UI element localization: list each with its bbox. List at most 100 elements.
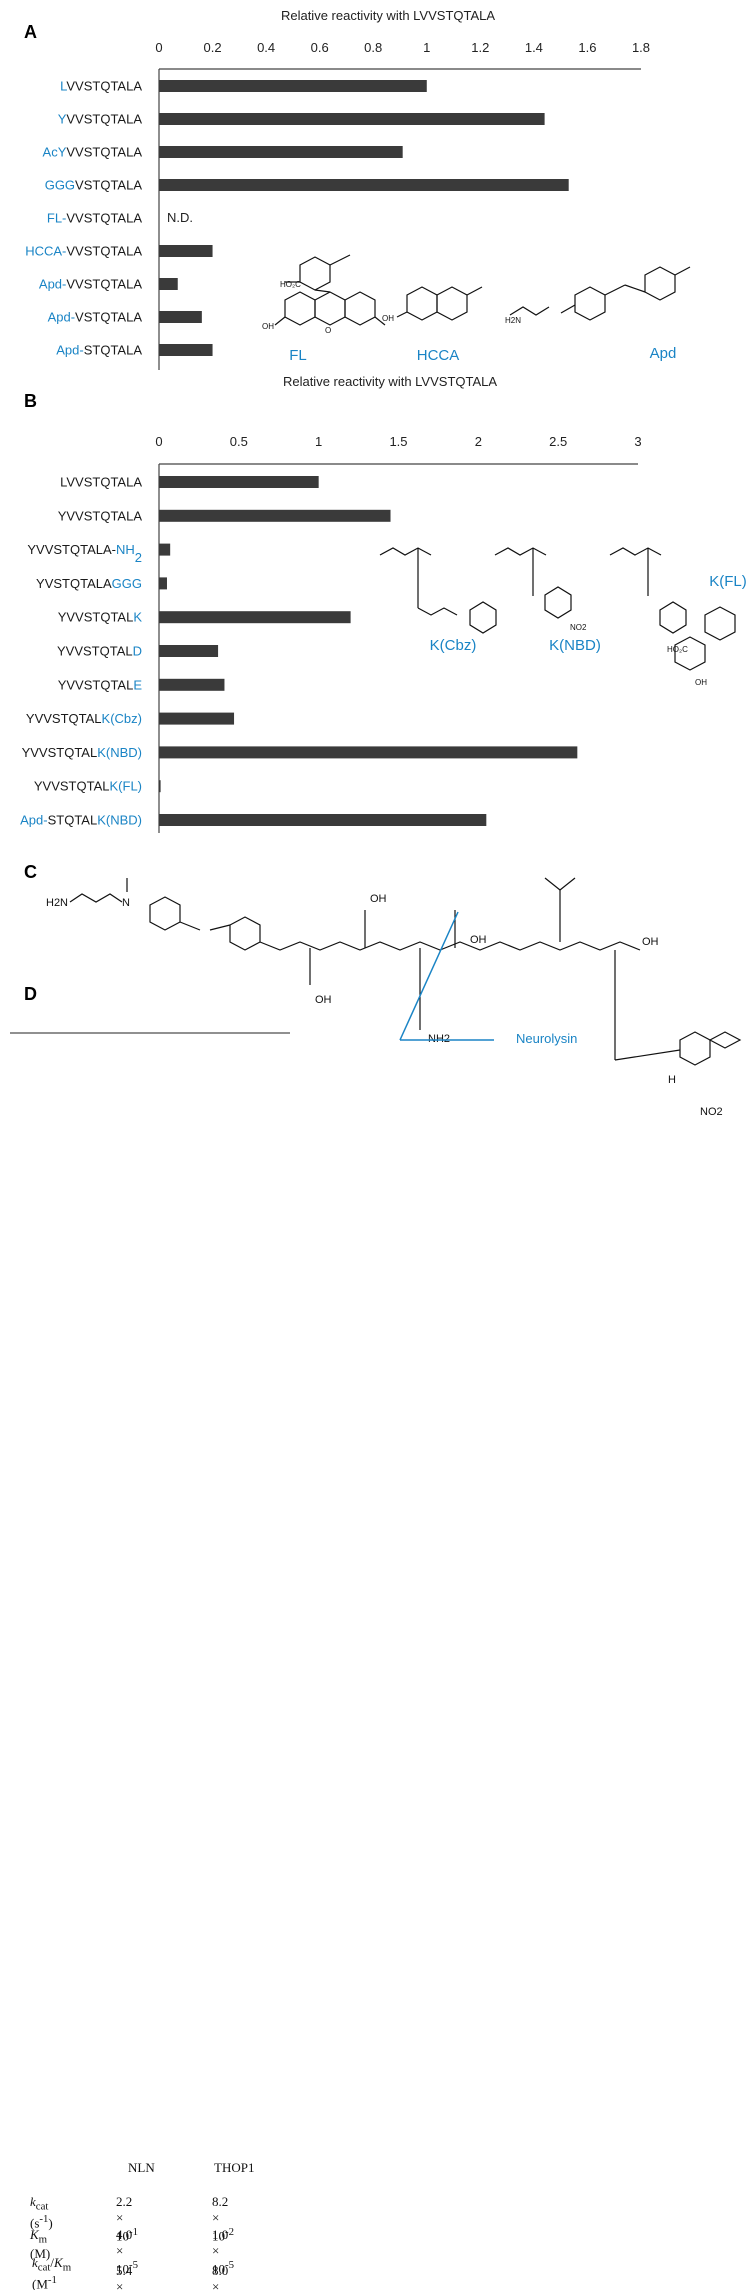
neurolysin-cleavage-marker	[399, 911, 494, 1041]
bar	[159, 509, 391, 522]
row-kcatkm-label: kcat/Km	[32, 2255, 72, 2274]
x-tick-label: 1.4	[525, 40, 543, 55]
row-kcatkm-thop1: 8.0 × 103	[212, 2263, 229, 2290]
atom-oh-cterm: OH	[642, 936, 659, 948]
x-tick-label: 0	[155, 40, 162, 55]
structure-label-knbd: K(NBD)	[549, 637, 601, 654]
category-label: Apd-STQTALA	[56, 343, 142, 358]
bar	[159, 476, 319, 488]
category-label: Apd-VSTQTALA	[48, 310, 143, 325]
structure-label-fl: FL	[289, 347, 307, 364]
x-tick-label: 1.5	[389, 434, 407, 449]
structure-label-apd: Apd	[650, 345, 677, 362]
category-label: LVVSTQTALA	[60, 79, 142, 94]
apd-structure-drawing: H2N	[505, 266, 691, 325]
category-label: YVVSTQTALD	[57, 644, 142, 659]
neurolysin-label: Neurolysin	[516, 1031, 577, 1046]
peptide-structure-drawing: H2N N OH OH OH NH2 OH H NO2	[46, 877, 742, 1118]
atom-nh-nbd: H	[668, 1074, 676, 1086]
row-kcatkm-nln: 5.4 × 103	[116, 2263, 133, 2290]
hcca-atom-oh: OH	[382, 314, 394, 323]
category-label: YVSTQTALAGGG	[36, 576, 142, 591]
bar	[159, 146, 403, 158]
category-label: YVVSTQTALA	[58, 508, 143, 523]
fl-atom-cooh: HO₂C	[280, 280, 301, 289]
panel-label-d: D	[24, 984, 37, 1004]
atom-nh2: NH2	[428, 1033, 450, 1045]
hcca-structure-drawing: OH	[382, 286, 483, 323]
x-tick-label: 0.2	[204, 40, 222, 55]
category-label: YVVSTQTALA	[58, 112, 143, 127]
structure-label-hcca: HCCA	[417, 347, 460, 364]
category-label: YVVSTQTALE	[58, 677, 143, 692]
bar	[159, 645, 219, 657]
x-tick-label: 1	[315, 434, 322, 449]
bar	[159, 179, 569, 191]
kfl-structure-drawing: HO₂C OH	[609, 547, 736, 687]
panel-label-a: A	[24, 22, 37, 42]
x-tick-label: 1	[423, 40, 430, 55]
x-tick-label: 0.8	[364, 40, 382, 55]
panel-label-b: B	[24, 391, 37, 411]
atom-n-methyl: N	[122, 897, 130, 909]
bar	[159, 245, 213, 257]
fl-atom-oh: OH	[262, 322, 274, 331]
atom-oh-thr1: OH	[370, 893, 387, 905]
bar	[159, 344, 213, 356]
bar	[159, 311, 202, 323]
category-label: HCCA-VVSTQTALA	[25, 244, 142, 259]
chart-a-title: Relative reactivity with LVVSTQTALA	[281, 8, 495, 23]
chart-b-title: Relative reactivity with LVVSTQTALA	[283, 374, 497, 389]
x-tick-label: 0	[155, 434, 162, 449]
category-label: YVVSTQTALK	[58, 610, 143, 625]
kcbz-structure-drawing	[379, 547, 497, 634]
bar	[159, 113, 545, 125]
category-label: YVVSTQTALK(FL)	[34, 779, 142, 794]
structure-label-kcbz: K(Cbz)	[430, 637, 477, 654]
atom-no2: NO2	[700, 1106, 723, 1118]
x-tick-label: 0.4	[257, 40, 275, 55]
x-tick-label: 1.8	[632, 40, 650, 55]
row-kcat-label: kcat (s-1)	[30, 2194, 53, 2230]
fl-structure-drawing: HO₂C OH O	[262, 254, 386, 335]
fl-atom-o: O	[325, 326, 331, 335]
bar	[159, 543, 171, 556]
col-header-thop1: THOP1	[214, 2160, 255, 2175]
bar	[159, 678, 225, 691]
category-label: YVVSTQTALK(NBD)	[22, 745, 142, 760]
category-label: YVVSTQTALA-NH2	[27, 542, 142, 565]
category-label: FL-VVSTQTALA	[47, 211, 142, 226]
bar	[159, 80, 427, 92]
x-tick-label: 1.6	[578, 40, 596, 55]
x-tick-label: 3	[634, 434, 641, 449]
structure-label-kfl: K(FL)	[709, 573, 747, 590]
kfl-atom-cooh: HO₂C	[667, 645, 688, 654]
bar	[159, 746, 578, 759]
x-tick-label: 2	[475, 434, 482, 449]
row-kcatkm-unit: (M-1 s-1)	[32, 2274, 57, 2290]
category-label: AcYVVSTQTALA	[43, 145, 143, 160]
x-tick-label: 0.5	[230, 434, 248, 449]
category-label: YVVSTQTALK(Cbz)	[26, 711, 142, 726]
atom-oh-thr2: OH	[470, 934, 487, 946]
atom-oh-ser: OH	[315, 994, 332, 1006]
bar	[159, 814, 487, 826]
panel-label-c: C	[24, 862, 37, 882]
knbd-structure-drawing: NO2	[494, 547, 587, 632]
bar	[159, 712, 235, 725]
category-label: LVVSTQTALA	[60, 475, 142, 490]
category-label: Apd-STQTALK(NBD)	[20, 813, 142, 828]
apd-atom-h2n: H2N	[505, 316, 521, 325]
x-tick-label: 2.5	[549, 434, 567, 449]
knbd-atom-no2: NO2	[570, 623, 587, 632]
x-tick-label: 0.6	[311, 40, 329, 55]
figure-canvas: A Relative reactivity with LVVSTQTALA 0 0…	[10, 8, 747, 1118]
category-label: GGGVSTQTALA	[45, 178, 143, 193]
category-label: Apd-VVSTQTALA	[39, 277, 142, 292]
bar	[159, 577, 167, 590]
bar	[159, 278, 178, 290]
col-header-nln: NLN	[128, 2160, 155, 2175]
bar-annotation: N.D.	[167, 210, 193, 225]
atom-h2n: H2N	[46, 897, 68, 909]
